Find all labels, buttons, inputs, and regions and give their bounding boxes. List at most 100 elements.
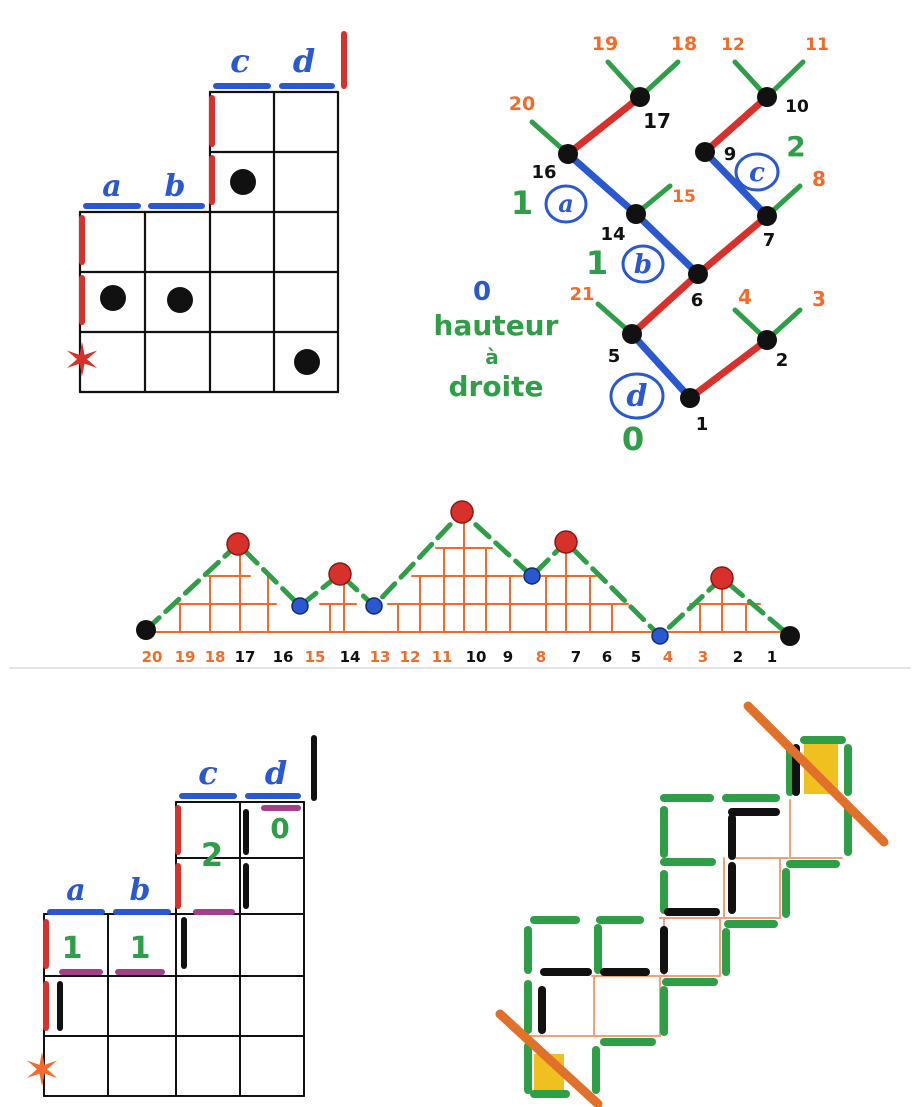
bottom-ferrers-red-bars	[46, 808, 178, 1028]
column-label-b: b	[130, 873, 151, 908]
axis-label: 4	[663, 648, 673, 666]
dyck-path-line	[146, 512, 790, 636]
tree-node	[622, 324, 642, 344]
axis-label: 10	[466, 648, 487, 666]
dyck-axis-labels: 20 19 18 17 16 15 14 13 12 11 10 9 8 7 6…	[142, 648, 778, 666]
tree-node	[688, 264, 708, 284]
axis-label: 1	[767, 648, 777, 666]
node-label: 14	[600, 224, 625, 245]
axis-label: 13	[370, 648, 391, 666]
tree-node	[695, 142, 715, 162]
node-label: 17	[643, 109, 671, 133]
bottom-ferrers-labels: a b c d 1 1 2 0 ✶	[23, 754, 290, 1097]
leaf-label: 12	[721, 35, 745, 55]
height-number-d: 0	[270, 812, 289, 845]
peak-point	[227, 533, 249, 555]
leaf-label: 21	[569, 284, 594, 305]
staircase-black-bars	[542, 748, 796, 1030]
circled-letter-d: d	[627, 379, 648, 414]
axis-label: 12	[400, 648, 421, 666]
valley-point	[652, 628, 668, 644]
top-ferrers-diagram	[80, 34, 344, 392]
axis-label: 16	[273, 648, 294, 666]
node-label: 16	[531, 162, 556, 183]
axis-label: 18	[205, 648, 226, 666]
bottom-ferrers-column-bars	[50, 796, 298, 912]
axis-label: 15	[305, 648, 326, 666]
tree-node	[558, 144, 578, 164]
node-label: 5	[608, 346, 621, 367]
path-end-point	[780, 626, 800, 646]
column-label-a: a	[66, 873, 85, 908]
node-label: 10	[785, 97, 809, 117]
leaf-label: 19	[592, 33, 618, 55]
axis-label: 9	[503, 648, 513, 666]
circled-letter-a: a	[558, 189, 574, 218]
node-label: 9	[724, 144, 737, 165]
tree-node	[680, 388, 700, 408]
axis-label: 5	[631, 648, 641, 666]
height-number-b: 1	[130, 931, 151, 966]
valley-point	[292, 598, 308, 614]
tree-node	[630, 87, 650, 107]
leaf-label: 3	[812, 287, 826, 311]
column-label-c: c	[230, 42, 249, 80]
note-line-2: à	[485, 345, 499, 369]
axis-label: 17	[235, 648, 256, 666]
tree-node	[626, 204, 646, 224]
node-label: 6	[691, 290, 704, 311]
ferrers-dot	[230, 169, 256, 195]
note-zero: 0	[473, 277, 491, 307]
leaf-label: 15	[672, 187, 696, 207]
height-number-a: 1	[62, 931, 83, 966]
axis-label: 20	[142, 648, 163, 666]
height-number-a: 1	[511, 184, 533, 222]
node-label: 7	[763, 230, 776, 251]
axis-label: 6	[602, 648, 612, 666]
axis-label: 19	[175, 648, 196, 666]
node-label: 1	[696, 414, 709, 435]
staircase-polyomino	[500, 706, 884, 1104]
diagonal-stick-top	[748, 706, 884, 842]
height-number-b: 1	[586, 244, 608, 282]
peak-point	[451, 501, 473, 523]
column-label-a: a	[102, 169, 121, 204]
note-line-1: hauteur	[434, 309, 559, 342]
leaf-label: 11	[805, 35, 829, 55]
dyck-path	[10, 501, 910, 668]
leaf-label: 4	[738, 285, 752, 309]
star-marker: ✶	[63, 333, 102, 387]
leaf-label: 18	[671, 33, 697, 55]
axis-label: 3	[698, 648, 708, 666]
node-label: 2	[776, 350, 789, 371]
tree-node	[757, 87, 777, 107]
tree-node	[757, 330, 777, 350]
ferrers-dot	[167, 287, 193, 313]
circled-letter-c: c	[749, 158, 765, 188]
valley-point	[524, 568, 540, 584]
star-marker: ✶	[23, 1043, 62, 1097]
tree-node	[757, 206, 777, 226]
axis-label: 8	[536, 648, 546, 666]
height-number-d: 0	[622, 420, 644, 458]
top-ferrers-labels: a b c d ✶	[63, 42, 315, 387]
leaf-label: 8	[812, 167, 826, 191]
peak-point	[711, 567, 733, 589]
axis-label: 14	[340, 648, 361, 666]
axis-label: 11	[432, 648, 453, 666]
column-label-d: d	[265, 754, 287, 792]
height-number-c: 2	[786, 130, 805, 163]
column-label-d: d	[293, 42, 315, 80]
peak-point	[329, 563, 351, 585]
circled-letter-b: b	[634, 250, 652, 280]
ferrers-dot	[100, 285, 126, 311]
column-label-b: b	[165, 169, 186, 204]
axis-label: 7	[571, 648, 581, 666]
path-start-point	[136, 620, 156, 640]
ferrers-dot	[294, 349, 320, 375]
bottom-ferrers-grid	[44, 802, 304, 1096]
leaf-label: 20	[509, 93, 535, 115]
note-line-3: droite	[448, 370, 543, 403]
column-label-c: c	[198, 754, 217, 792]
